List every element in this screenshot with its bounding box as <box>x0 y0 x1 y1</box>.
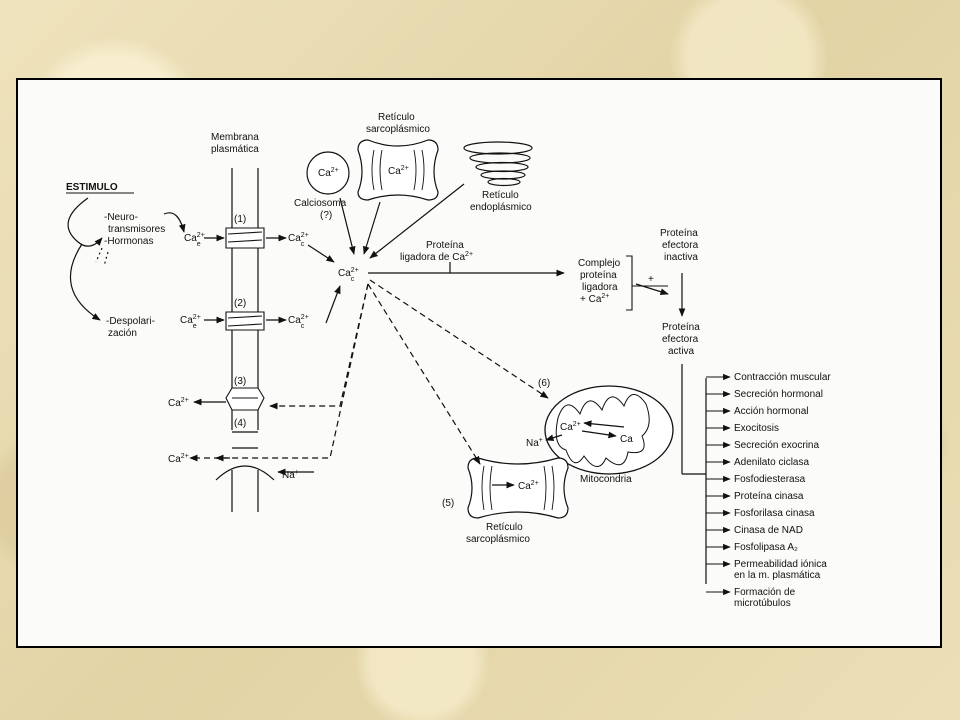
pathway-1: (1) <box>234 214 246 225</box>
stimulus-despolarizacion-1: -Despolari- <box>106 316 155 327</box>
calcium-channel-2 <box>225 311 265 331</box>
efectora-inactiva-3: inactiva <box>664 252 698 263</box>
na-ca-exchanger-4 <box>215 431 275 481</box>
sarcoplasmic-reticulum-top <box>357 139 439 201</box>
calcium-signaling-diagram: Membrana plasmática Retículo sarcoplásmi… <box>66 112 831 609</box>
effect-item: Secreción exocrina <box>734 440 819 451</box>
plus-sign: + <box>648 274 654 285</box>
reticulo-sarco-bottom-1: Retículo <box>486 522 523 533</box>
stimulus-transmisores: transmisores <box>108 224 165 235</box>
effect-item: Adenilato ciclasa <box>734 457 809 468</box>
complejo-2: proteína <box>580 270 617 281</box>
pathway-6: (6) <box>538 378 550 389</box>
effect-item: Cinasa de NAD <box>734 525 803 536</box>
membrana-label-2: plasmática <box>211 144 259 155</box>
calciosoma-ca: Ca2+ <box>318 167 339 179</box>
effect-item: Fosfodiesterasa <box>734 474 806 485</box>
mito-ca2: Ca2+ <box>560 421 581 433</box>
effect-item: Acción hormonal <box>734 406 808 417</box>
efectora-activa-1: Proteína <box>662 322 700 333</box>
stimulus-hormonas: -Hormonas <box>104 236 153 247</box>
complex-bracket <box>626 255 633 311</box>
effect-item: Proteína cinasa <box>734 491 804 502</box>
complejo-3: ligadora <box>582 282 618 293</box>
ca-c-1: Ca2+c <box>288 232 309 248</box>
efectora-activa-2: efectora <box>662 334 699 345</box>
stimulus-neuro: -Neuro- <box>104 212 138 223</box>
effect-item: Fosforilasa cinasa <box>734 508 815 519</box>
ca-out-4: Ca2+ <box>168 453 189 465</box>
effect-item: Exocitosis <box>734 423 779 434</box>
complejo-4: + Ca2+ <box>580 293 609 305</box>
efectora-activa-3: activa <box>668 346 695 357</box>
ca-e-2: Ca2+e <box>180 314 201 330</box>
complejo-1: Complejo <box>578 258 621 269</box>
calcium-channel-1 <box>225 227 265 249</box>
proteina-ligadora-2: ligadora de Ca2+ <box>400 251 473 263</box>
efectora-inactiva-1: Proteína <box>660 228 698 239</box>
estimulo-label: ESTIMULO <box>66 182 118 193</box>
ca-c-center: Ca2+c <box>338 267 359 283</box>
mito-ca: Ca <box>620 434 633 445</box>
proteina-ligadora-1: Proteína <box>426 240 464 251</box>
reticulo-sarco-bottom-2: sarcoplásmico <box>466 534 530 545</box>
pathway-5: (5) <box>442 498 454 509</box>
sr-top-ca: Ca2+ <box>388 165 409 177</box>
reticulo-sarco-top-label-1: Retículo <box>378 112 415 123</box>
dashed-arrows <box>215 279 549 465</box>
effect-arrows <box>706 373 731 596</box>
effect-item: Fosfolipasa A₂ <box>734 542 798 553</box>
effect-item: Permeabilidad iónica <box>734 559 827 570</box>
ca-e-1: Ca2+e <box>184 232 205 248</box>
ca-c-2: Ca2+c <box>288 314 309 330</box>
stimulus-arrows <box>67 197 186 321</box>
effect-item: Secreción hormonal <box>734 389 823 400</box>
effect-item: Contracción muscular <box>734 372 831 383</box>
endoplasmic-reticulum <box>463 141 533 187</box>
plasma-membrane <box>231 168 259 512</box>
na-in-4: Na+ <box>282 469 299 481</box>
pathway-4: (4) <box>234 418 246 429</box>
reticulo-sarco-top-label-2: sarcoplásmico <box>366 124 430 135</box>
mitochondria <box>544 385 674 475</box>
calciosoma-label-2: (?) <box>320 210 332 221</box>
calcium-pump-3 <box>225 387 265 411</box>
pathway-3: (3) <box>234 376 246 387</box>
efectora-inactiva-2: efectora <box>662 240 699 251</box>
effect-item: en la m. plasmática <box>734 570 821 581</box>
effect-item: microtúbulos <box>734 598 791 609</box>
pathway-2: (2) <box>234 298 246 309</box>
mito-na: Na+ <box>526 437 543 449</box>
diagram-panel: Membrana plasmática Retículo sarcoplásmi… <box>16 78 942 648</box>
effect-item: Formación de <box>734 587 796 598</box>
calciosoma-label-1: Calciosoma <box>294 198 347 209</box>
membrana-label-1: Membrana <box>211 132 259 143</box>
sarcoplasmic-reticulum-bottom <box>467 457 569 519</box>
mitocondria-label: Mitocondria <box>580 474 632 485</box>
calciosoma-vesicle <box>306 151 350 195</box>
stimulus-despolarizacion-2: zación <box>108 328 137 339</box>
sr-bottom-ca: Ca2+ <box>518 480 539 492</box>
reticulo-endo-label-2: endoplásmico <box>470 202 532 213</box>
reticulo-endo-label-1: Retículo <box>482 190 519 201</box>
ca-out-3: Ca2+ <box>168 397 189 409</box>
